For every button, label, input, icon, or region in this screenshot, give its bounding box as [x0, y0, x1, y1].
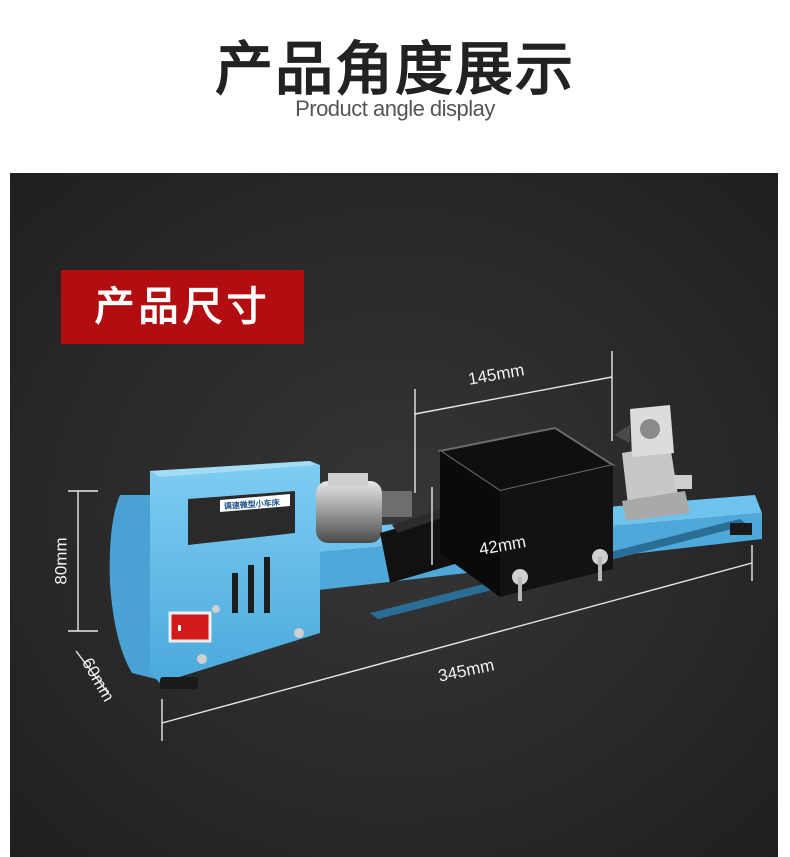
lathe-illustration: 调速微型小车床 [68, 351, 762, 741]
section-badge: 产品尺寸 [61, 270, 304, 344]
tailstock [614, 405, 692, 521]
product-label: 调速微型小车床 [223, 497, 281, 511]
carriage [437, 426, 616, 601]
power-switch[interactable] [168, 611, 212, 643]
page-subtitle: Product angle display [295, 96, 495, 121]
product-image-panel: 产品尺寸 [10, 173, 778, 857]
headstock: 调速微型小车床 [109, 461, 320, 689]
dimension-lines [68, 351, 753, 741]
wing-nut-left[interactable] [512, 569, 528, 601]
page-title: 产品角度展示 [214, 35, 575, 103]
dim-height: 80mm [51, 537, 71, 585]
wing-nut-right[interactable] [592, 549, 608, 581]
drill-chuck [316, 473, 412, 543]
